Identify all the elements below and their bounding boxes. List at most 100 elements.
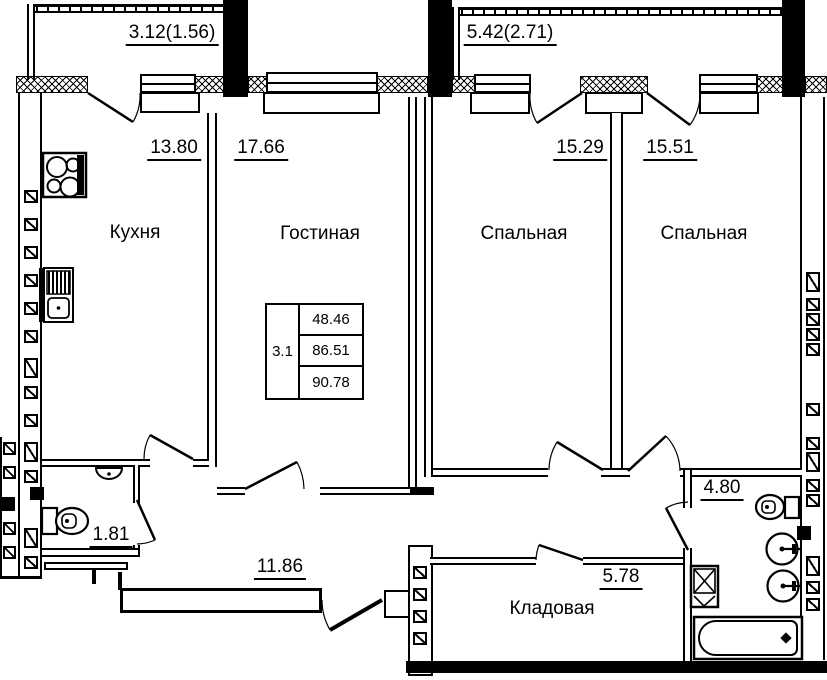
wall-hatch-block xyxy=(24,470,38,483)
window-sill-hatch xyxy=(376,76,428,93)
storage-area-label: 5.78 xyxy=(599,566,643,590)
wall-hatch-block xyxy=(3,546,16,559)
wall xyxy=(800,97,802,660)
living-name-label: Гостиная xyxy=(280,223,360,244)
wall-storage-top xyxy=(583,557,688,565)
stamp-area: 86.51 xyxy=(300,336,362,367)
bedroom2-balcony-door xyxy=(646,91,691,127)
wash-basin-icon xyxy=(766,569,801,603)
stamp-apartment-number: 3.1 xyxy=(267,305,300,398)
bedroom2-area-label: 15.51 xyxy=(643,137,697,161)
wall-hatch-block xyxy=(413,588,427,601)
wall-wc-bottom xyxy=(42,548,138,557)
window-sill xyxy=(470,92,530,114)
wall-fill-block xyxy=(797,526,811,540)
toilet-icon xyxy=(40,506,90,536)
balcony-wall-right xyxy=(452,7,460,80)
wall-hatch-block xyxy=(24,190,38,203)
window-sill-hatch xyxy=(194,76,224,93)
wall-hatch-block xyxy=(24,414,38,427)
window-sill-hatch xyxy=(756,76,783,93)
kitchen-window xyxy=(140,74,196,93)
storage-name-label: Кладовая xyxy=(509,598,595,619)
window-sill xyxy=(263,92,380,114)
wall-hatch-block xyxy=(24,386,38,399)
window-sill xyxy=(140,92,200,113)
door-leaves xyxy=(87,91,691,632)
wall-hatch-block xyxy=(24,330,38,343)
bathroom-area-label: 4.80 xyxy=(700,477,744,501)
wall-bathroom-left xyxy=(683,548,692,672)
wall-hatch-block xyxy=(413,632,427,645)
bathtub-icon xyxy=(692,615,804,661)
stamp-total-area: 90.78 xyxy=(312,374,350,391)
wall-living-right xyxy=(408,97,417,495)
wall-hatch-block xyxy=(806,313,820,326)
wall-bathroom-top xyxy=(680,468,802,477)
wall-hatch-block xyxy=(806,298,820,311)
balcony-wall-left xyxy=(27,4,35,80)
wall-hatch-block xyxy=(3,466,16,479)
wall-hatch-block xyxy=(806,437,820,450)
wall-hatch-block xyxy=(413,610,427,623)
wall xyxy=(823,97,825,660)
wall-bedroom1-left xyxy=(424,97,433,477)
bedroom2-name-label: Спальная xyxy=(660,223,748,244)
balcony-left-label: 3.12(1.56) xyxy=(125,22,219,46)
kitchen-balcony-door xyxy=(87,91,134,124)
bedroom1-name-label: Спальная xyxy=(480,223,568,244)
window-sill xyxy=(699,92,759,114)
wall-hatch-block xyxy=(24,358,38,378)
wc-basin-icon xyxy=(94,467,124,480)
stamp-living-area: 48.46 xyxy=(300,305,362,336)
entrance-door xyxy=(329,598,383,632)
bedroom1-window xyxy=(474,74,531,93)
wall-ledge xyxy=(44,562,128,570)
wall-bathroom-left xyxy=(683,470,692,508)
bathroom-door xyxy=(664,507,690,551)
wall-hatch-block xyxy=(24,556,38,569)
washing-machine-icon xyxy=(689,564,720,609)
wall-pier xyxy=(428,0,452,97)
wall-stub xyxy=(92,570,96,584)
wall-hatch-block xyxy=(24,274,38,287)
wall-hatch-block xyxy=(806,556,820,576)
balcony-railing-left xyxy=(27,4,223,13)
wall xyxy=(18,93,20,578)
wall-kitchen-living xyxy=(207,113,217,467)
stove-icon xyxy=(41,151,88,199)
wall-bedroom1-bedroom2 xyxy=(610,113,623,477)
wall-pier xyxy=(782,0,805,97)
wall-hatch-block xyxy=(806,452,820,472)
wall-hatch-block xyxy=(3,522,16,535)
kitchen-name-label: Кухня xyxy=(109,222,161,243)
wall-hatch-block xyxy=(806,581,820,594)
wall-hatch-block xyxy=(806,494,820,507)
wall-living-bottom xyxy=(217,487,245,495)
wall xyxy=(40,93,42,578)
hall-area-label: 11.86 xyxy=(253,556,307,580)
wall-wc-top xyxy=(42,459,150,467)
wall-bedrooms-bottom xyxy=(433,468,548,477)
wall-pier xyxy=(223,0,248,97)
wc-area-label: 1.81 xyxy=(89,524,133,548)
wall-hall-bottom xyxy=(120,588,322,613)
wash-basin-icon xyxy=(765,532,801,566)
wall-storage-top xyxy=(430,557,536,565)
wall-wc-right xyxy=(133,465,140,503)
storage-door xyxy=(538,543,584,562)
wall-hatch-block xyxy=(24,302,38,315)
wall-hatch-block xyxy=(24,218,38,231)
bedroom1-balcony-door xyxy=(536,91,583,125)
bedroom1-door xyxy=(556,440,604,472)
bathroom-toilet-icon xyxy=(754,493,801,521)
wall-hatch-block xyxy=(24,442,38,462)
living-area-label: 17.66 xyxy=(234,137,288,161)
door-swing-arcs xyxy=(132,92,701,631)
wall-cap xyxy=(408,487,434,495)
wall-hatch-block xyxy=(413,566,427,579)
kitchen-door xyxy=(149,433,194,461)
window-sill-hatch xyxy=(16,76,88,93)
